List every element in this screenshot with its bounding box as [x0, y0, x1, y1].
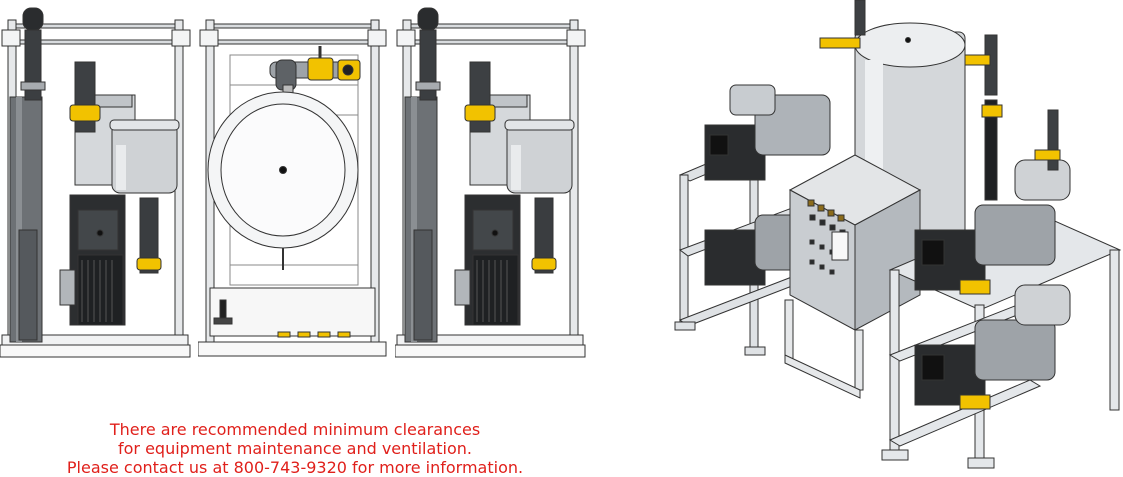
notice-line-2: for equipment maintenance and ventilatio…	[117, 439, 472, 458]
receiver-tank-front-view	[198, 0, 388, 362]
pump-unit-front-view	[0, 0, 195, 362]
pump-unit-front-view-2	[395, 0, 590, 362]
notice-line-1: There are recommended minimum clearances	[109, 420, 481, 439]
duplex-system-isometric-view	[660, 0, 1123, 470]
notice-line-3: Please contact us at 800-743-9320 for mo…	[66, 458, 524, 477]
clearance-notice: There are recommended minimum clearances…	[0, 420, 590, 477]
